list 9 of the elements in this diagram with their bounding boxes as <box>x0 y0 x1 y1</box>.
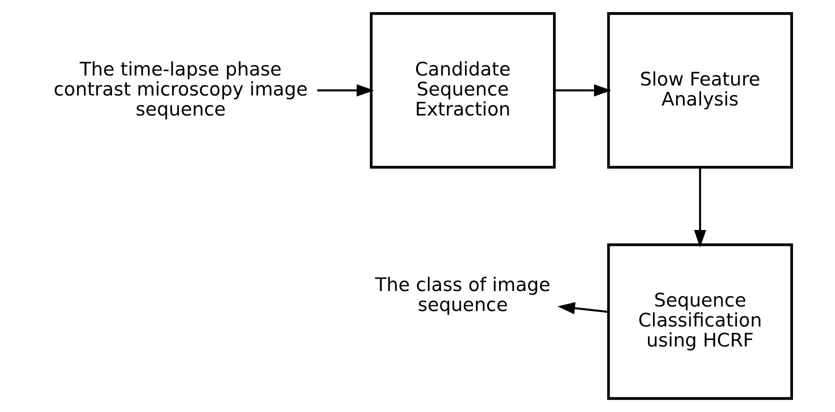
node-text: The class of image sequence <box>374 275 550 316</box>
arrow <box>554 84 611 96</box>
node-box: Slow Feature Analysis <box>606 12 792 169</box>
node-text: The time-lapse phase contrast microscopy image sequence <box>53 59 308 120</box>
node-box: Candidate Sequence Extraction <box>369 12 556 169</box>
arrow <box>316 84 374 96</box>
arrow <box>557 302 608 314</box>
arrow <box>693 167 706 248</box>
node-box: Sequence Classification using HCRF <box>606 243 792 400</box>
